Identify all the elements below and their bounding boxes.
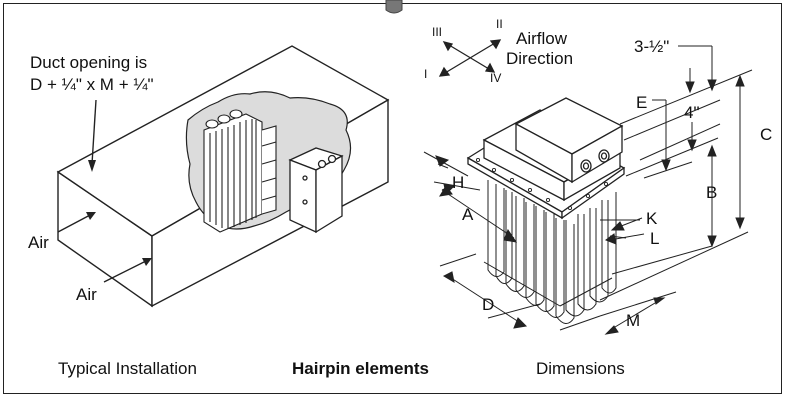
caption-dimensions: Dimensions — [536, 359, 625, 378]
duct-note-line2: D + ¼" x M + ¼" — [30, 75, 154, 94]
air-arrow-lower — [103, 259, 149, 283]
air-label-lower: Air — [76, 285, 97, 304]
dim-C-label: C — [760, 125, 773, 144]
caption-hairpin-elements: Hairpin elements — [292, 359, 429, 378]
top-notch — [385, 0, 403, 14]
dimension-lines — [423, 45, 753, 335]
dim-M-label: M — [626, 311, 641, 330]
dim-B-label: B — [706, 183, 718, 202]
duct-drawing — [56, 45, 390, 308]
duct-note-pointer — [91, 99, 97, 165]
flange-holes — [475, 157, 609, 211]
terminal-box — [288, 147, 344, 234]
heater-drawing — [423, 45, 753, 335]
dim-L-label: L — [650, 229, 660, 248]
airflow-dir-I: I — [424, 67, 428, 81]
dim-four-inch: 4" — [684, 103, 700, 122]
air-label-upper: Air — [28, 233, 49, 252]
caption-typical-installation: Typical Installation — [58, 359, 197, 378]
airflow-dir-III: III — [432, 25, 443, 39]
dim-D-label: D — [482, 295, 495, 314]
airflow-dir-II: II — [496, 17, 503, 31]
dim-A-label: A — [462, 205, 474, 224]
airflow-label-line2: Direction — [506, 49, 574, 68]
dim-K-label: K — [646, 209, 658, 228]
dim-H-label: H — [452, 173, 465, 192]
duct-note-line1: Duct opening is — [30, 53, 148, 72]
dim-three-half: 3-½" — [634, 37, 670, 56]
airflow-dir-IV: IV — [490, 71, 502, 85]
airflow-compass — [438, 39, 502, 77]
dim-E-label: E — [636, 93, 648, 112]
element-bank — [203, 109, 277, 233]
hairpin-elements — [483, 180, 617, 324]
airflow-label-line1: Airflow — [516, 29, 568, 48]
air-arrow-upper — [57, 213, 93, 233]
